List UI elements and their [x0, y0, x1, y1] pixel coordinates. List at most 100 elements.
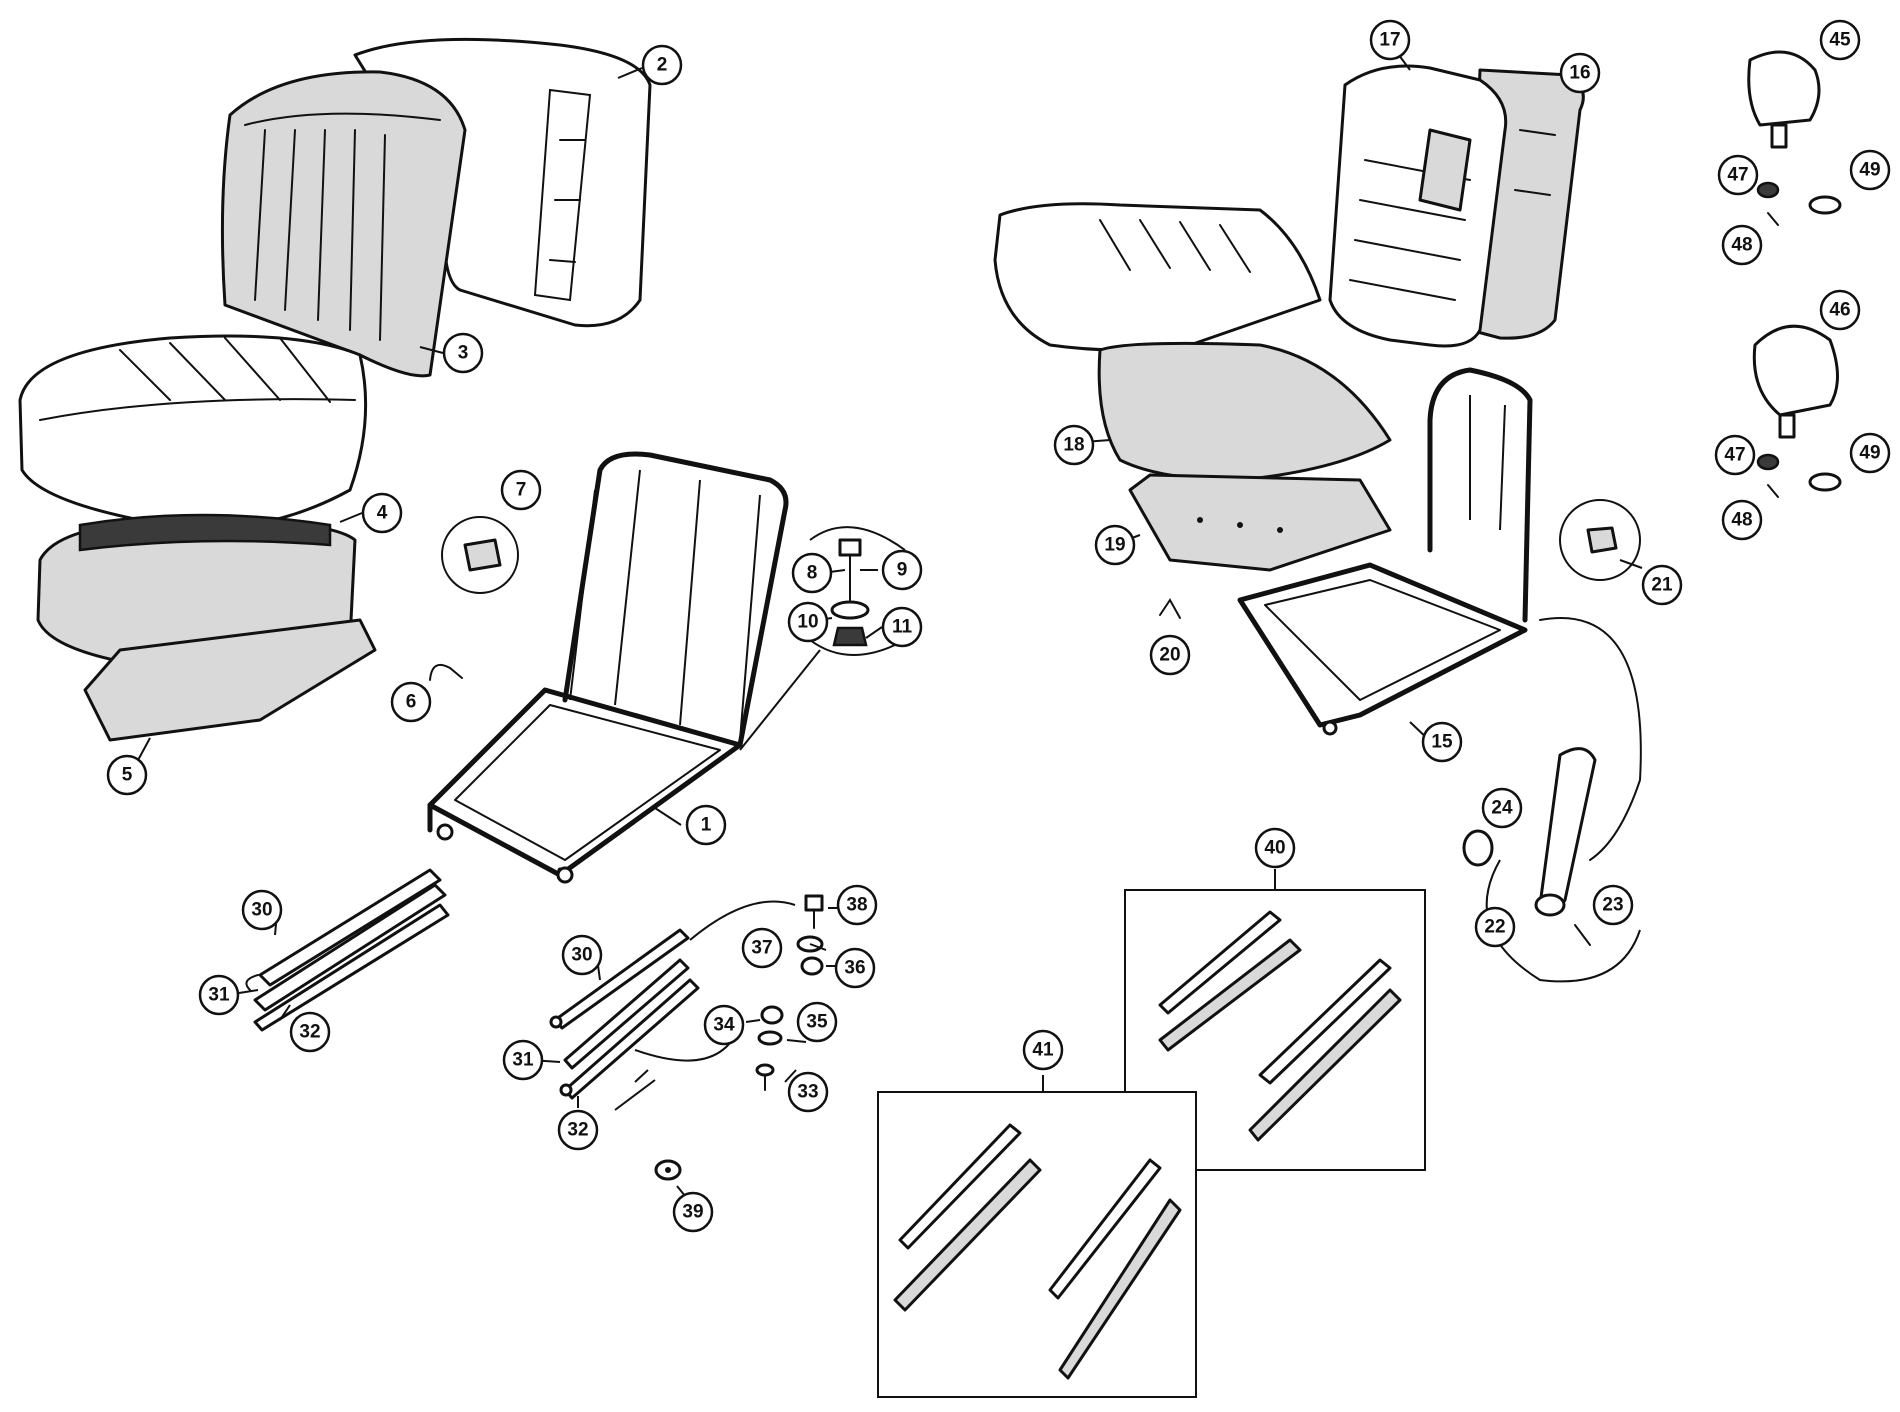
callout-11: 11 [881, 606, 923, 648]
svg-text:5: 5 [122, 765, 133, 786]
seat-frame [427, 451, 821, 884]
svg-text:3: 3 [458, 343, 469, 364]
callout-24: 24 [1481, 787, 1523, 829]
seat-cushion-right [993, 202, 1392, 482]
svg-text:38: 38 [846, 895, 867, 916]
callout-47-top: 47 [1717, 154, 1759, 196]
svg-text:47: 47 [1727, 165, 1748, 186]
svg-text:32: 32 [299, 1022, 320, 1043]
seat-hook [429, 664, 463, 681]
svg-text:46: 46 [1829, 300, 1850, 321]
callout-30-left: 30 [241, 889, 283, 931]
left-runners-a [245, 868, 450, 1032]
recline-lever [1462, 747, 1641, 983]
callout-9: 9 [881, 549, 923, 591]
callout-35: 35 [796, 1001, 838, 1043]
callout-31-right: 31 [502, 1039, 544, 1081]
headrest-large [1752, 324, 1839, 439]
svg-text:33: 33 [797, 1082, 818, 1103]
svg-text:1: 1 [701, 815, 712, 836]
backrest-right [1328, 64, 1508, 348]
callout-1: 1 [685, 804, 727, 846]
callout-8: 8 [791, 552, 833, 594]
svg-text:30: 30 [571, 945, 592, 966]
svg-text:15: 15 [1431, 732, 1453, 753]
svg-text:36: 36 [844, 958, 865, 979]
svg-text:47: 47 [1724, 445, 1745, 466]
svg-text:9: 9 [897, 560, 908, 581]
seat-hook-right [1159, 598, 1181, 619]
svg-text:8: 8 [807, 563, 818, 584]
callout-37: 37 [741, 927, 783, 969]
svg-text:7: 7 [516, 480, 527, 501]
svg-text:16: 16 [1569, 63, 1590, 84]
callout-20: 20 [1149, 634, 1191, 676]
callout-48-top: 48 [1721, 224, 1763, 266]
svg-text:6: 6 [406, 692, 417, 713]
callout-39: 39 [672, 1191, 714, 1233]
callout-41: 41 [1022, 1029, 1064, 1071]
runner-kit-box-41 [877, 1091, 1197, 1398]
svg-text:23: 23 [1602, 895, 1623, 916]
svg-text:20: 20 [1159, 645, 1180, 666]
callout-23: 23 [1592, 884, 1634, 926]
callout-16: 16 [1559, 52, 1601, 94]
svg-text:11: 11 [892, 617, 913, 638]
callout-6: 6 [390, 681, 432, 723]
callout-46: 46 [1819, 289, 1861, 331]
svg-text:41: 41 [1032, 1040, 1054, 1061]
svg-text:45: 45 [1829, 30, 1851, 51]
svg-text:37: 37 [751, 938, 772, 959]
runner-assembly-b [549, 894, 824, 1181]
svg-text:34: 34 [713, 1015, 735, 1036]
headrest-small [1747, 50, 1821, 149]
callout-48-bottom: 48 [1721, 499, 1763, 541]
callout-31-left: 31 [198, 974, 240, 1016]
callout-38: 38 [836, 884, 878, 926]
callout-17: 17 [1369, 19, 1411, 61]
svg-text:2: 2 [657, 55, 668, 76]
callout-32-left: 32 [289, 1011, 331, 1053]
callout-10: 10 [787, 601, 829, 643]
callout-47-bottom: 47 [1714, 434, 1756, 476]
callout-32-right: 32 [557, 1109, 599, 1151]
callout-30-right: 30 [561, 934, 603, 976]
callout-21: 21 [1641, 564, 1683, 606]
svg-text:30: 30 [251, 900, 272, 921]
svg-text:40: 40 [1264, 838, 1285, 859]
callout-49-top: 49 [1849, 149, 1891, 191]
backrest-front [220, 70, 467, 378]
svg-text:48: 48 [1731, 235, 1752, 256]
svg-text:19: 19 [1104, 535, 1125, 556]
svg-text:22: 22 [1484, 917, 1505, 938]
svg-text:35: 35 [806, 1012, 828, 1033]
callout-7: 7 [500, 469, 542, 511]
callout-4: 4 [361, 492, 403, 534]
svg-text:10: 10 [797, 612, 818, 633]
seat-frame-right [1237, 367, 1642, 861]
svg-text:31: 31 [512, 1050, 534, 1071]
callout-3: 3 [442, 332, 484, 374]
svg-text:21: 21 [1651, 575, 1673, 596]
svg-text:17: 17 [1379, 30, 1400, 51]
callout-34: 34 [703, 1004, 745, 1046]
callout-36: 36 [834, 947, 876, 989]
callout-5: 5 [106, 754, 148, 796]
seat-base-foam [36, 513, 377, 742]
svg-text:49: 49 [1859, 160, 1880, 181]
svg-text:49: 49 [1859, 443, 1880, 464]
callout-22: 22 [1474, 906, 1516, 948]
svg-text:18: 18 [1063, 435, 1084, 456]
callout-33: 33 [787, 1071, 829, 1113]
cap-part-7 [441, 516, 519, 594]
svg-text:31: 31 [208, 985, 230, 1006]
svg-text:32: 32 [567, 1120, 588, 1141]
callout-49-bottom: 49 [1849, 432, 1891, 474]
svg-text:48: 48 [1731, 510, 1752, 531]
bolt-cluster-8-11 [809, 526, 906, 656]
callout-19: 19 [1094, 524, 1136, 566]
seat-base-pan-right [1128, 473, 1392, 572]
callout-40: 40 [1254, 827, 1296, 869]
svg-text:4: 4 [377, 503, 388, 524]
